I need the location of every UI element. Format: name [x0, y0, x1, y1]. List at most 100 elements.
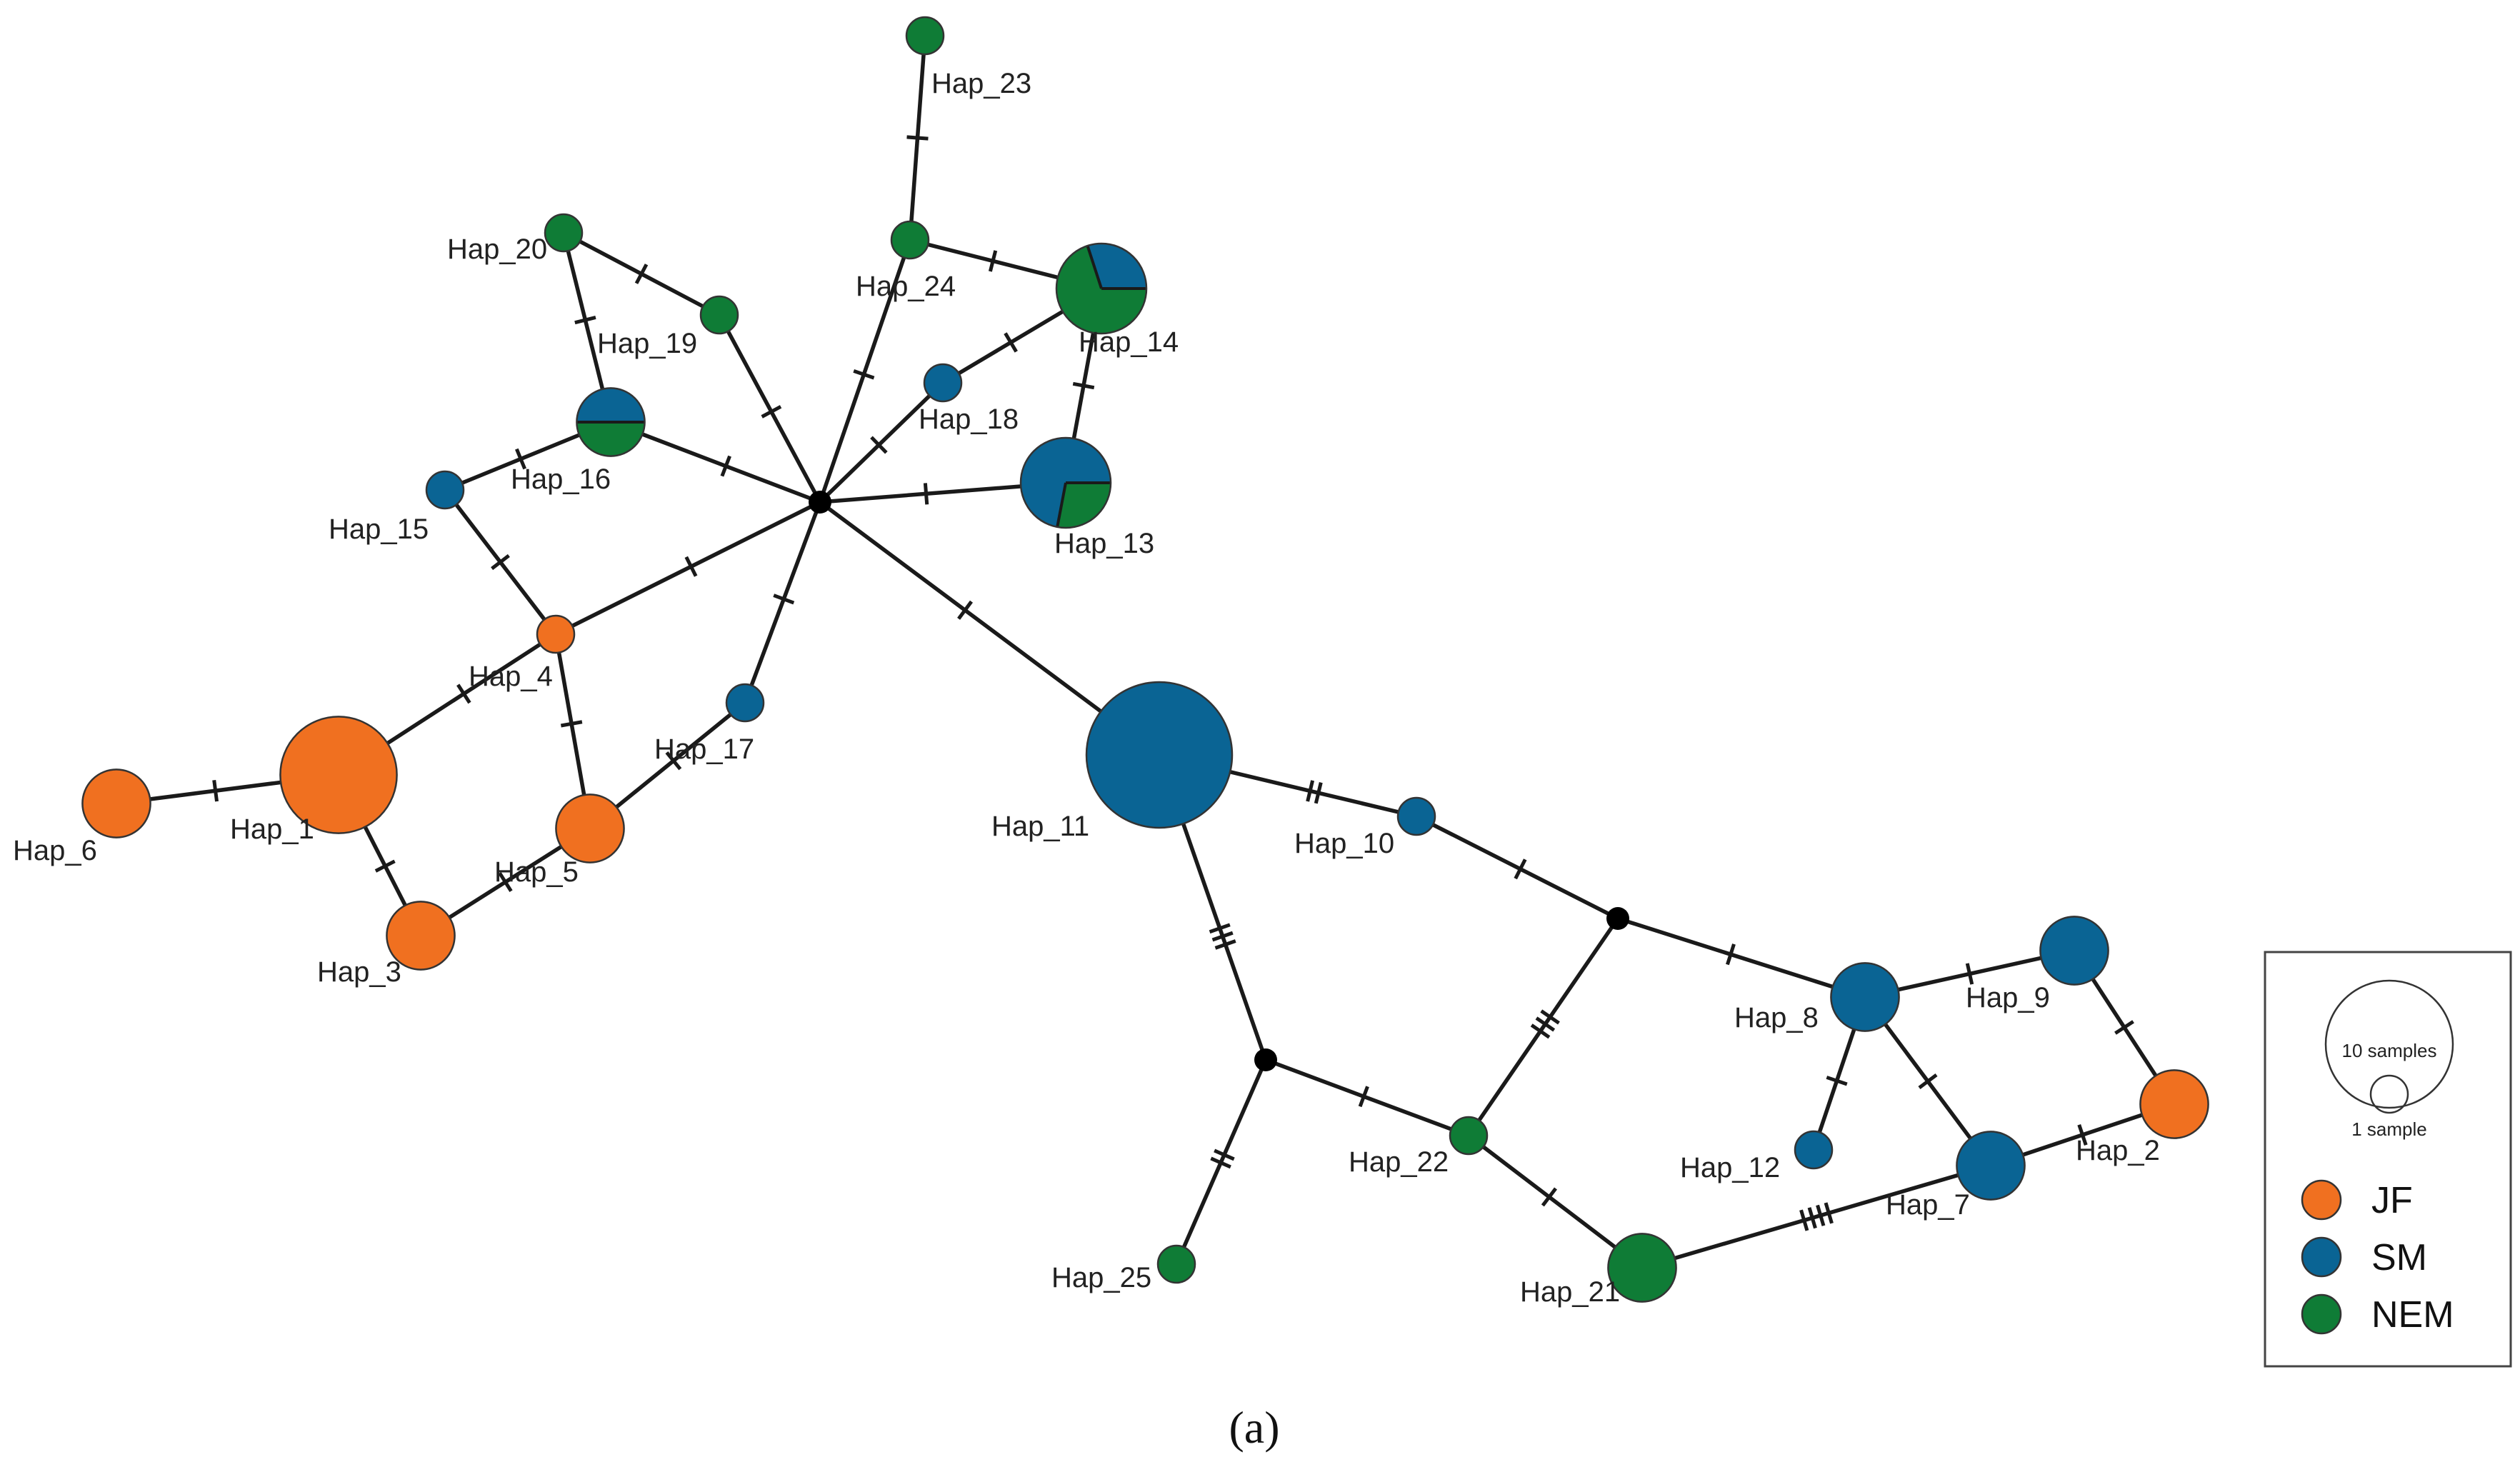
label-hap-23: Hap_23 [931, 68, 1031, 99]
haplotype-node-hap-20 [544, 213, 584, 253]
mutation-tick-hap_17-mv1-1 [773, 594, 795, 605]
label-hap-15: Hap_15 [329, 514, 429, 545]
legend-size-circle-large [2324, 979, 2454, 1109]
mutation-tick-hap_20-hap_19-1 [634, 264, 649, 284]
labels-layer: Hap_1Hap_2Hap_3Hap_4Hap_5Hap_6Hap_7Hap_8… [13, 68, 2160, 1308]
haplotype-node-hap-16-slice-nem [576, 422, 645, 456]
haplotype-node-hap-4 [536, 614, 576, 654]
label-hap-16: Hap_16 [511, 464, 611, 495]
label-hap-5: Hap_5 [494, 856, 579, 888]
legend-label-sm: SM [2371, 1237, 2427, 1278]
median-vector-mv1 [809, 491, 831, 514]
mutation-tick-hap_19-mv1-1 [761, 405, 782, 419]
mutation-tick-mv2-hap_22-1 [1540, 1009, 1560, 1025]
haplotype-node-hap-5 [555, 793, 625, 863]
mutation-tick-hap_11-mv3-3 [1214, 939, 1236, 950]
edge-mv3-hap_22 [1265, 1058, 1469, 1138]
haplotype-node-hap-17 [725, 683, 765, 723]
mutation-tick-mv2-hap_22-3 [1530, 1023, 1551, 1039]
haplotype-node-hap-6 [81, 768, 151, 838]
haplotype-node-hap-1 [279, 716, 398, 834]
haplotype-node-hap-23 [905, 16, 945, 56]
mutation-tick-hap_3-hap_5-1 [498, 871, 513, 893]
haplotype-node-hap-14-slice-sm [1087, 243, 1147, 289]
label-hap-13: Hap_13 [1054, 528, 1154, 559]
mutation-tick-hap_11-hap_10-1 [1306, 780, 1315, 802]
edge-hap_18-mv1 [819, 381, 944, 504]
mutation-tick-hap_4-mv1-1 [684, 556, 698, 577]
label-hap-20: Hap_20 [447, 234, 547, 265]
mutation-tick-hap_1-hap_4-1 [456, 684, 471, 704]
haplotype-node-hap-13-outline [1019, 436, 1112, 529]
haplotype-node-hap-22 [1449, 1116, 1489, 1156]
mutation-tick-hap_18-mv1-1 [870, 436, 888, 454]
mutation-tick-hap_21-hap_7-2 [1807, 1207, 1817, 1229]
legend-groups: JF SM NEM [2301, 1179, 2454, 1336]
mutation-tick-hap_1-hap_3-1 [374, 859, 396, 873]
legend-size-label-large: 10 samples [2342, 1040, 2437, 1061]
figure-caption: (a) [1229, 1402, 1279, 1453]
mutation-tick-hap_24-mv1-1 [853, 369, 875, 380]
label-hap-9: Hap_9 [1966, 982, 2050, 1013]
label-hap-21: Hap_21 [1520, 1276, 1620, 1308]
haplotype-node-hap-18 [923, 363, 963, 403]
legend: 10 samples 1 sample JF SM NEM [2264, 951, 2512, 1368]
edges-layer [116, 35, 2176, 1270]
edge-hap_4-mv1 [554, 500, 821, 636]
mutation-tick-hap_7-hap_2-1 [2077, 1123, 2088, 1146]
haplotype-node-hap-11 [1085, 681, 1234, 829]
mutation-tick-hap_16-mv1-1 [720, 455, 731, 477]
legend-frame [2264, 951, 2512, 1368]
nodes-layer [81, 16, 2209, 1303]
mutation-tick-hap_4-hap_5-1 [560, 720, 583, 728]
mutation-tick-hap_6-hap_1-1 [212, 779, 219, 802]
haplotype-node-hap-14-outline [1055, 242, 1148, 335]
haplotype-node-hap-14 [1055, 242, 1148, 335]
mutation-tick-hap_8-hap_7-1 [1918, 1073, 1938, 1089]
edge-hap_24-mv1 [818, 239, 912, 503]
mutation-tick-mv3-hap_22-1 [1358, 1086, 1369, 1108]
mutation-tick-mv1-hap_11-1 [957, 600, 973, 620]
legend-size-label-small: 1 sample [2351, 1118, 2427, 1140]
label-hap-11: Hap_11 [991, 811, 1089, 842]
mutation-tick-hap_8-hap_9-1 [1965, 963, 1974, 985]
legend-swatch-sm [2301, 1236, 2342, 1278]
mutation-tick-hap_8-hap_12-1 [1826, 1076, 1848, 1086]
haplotype-node-hap-13-slice-divider-2 [1056, 482, 1067, 528]
median-vector-mv3 [1254, 1048, 1277, 1071]
label-hap-8: Hap_8 [1734, 1002, 1819, 1033]
mutation-tick-mv2-hap_22-2 [1535, 1016, 1556, 1032]
edge-mv2-hap_8 [1617, 916, 1866, 999]
haplotype-node-hap-14-slice-divider-2 [1086, 245, 1103, 289]
mutation-tick-hap_21-hap_7-3 [1816, 1204, 1826, 1226]
mutation-tick-hap_15-hap_16-1 [515, 448, 527, 470]
mutation-tick-hap_11-mv3-2 [1211, 931, 1234, 942]
label-hap-19: Hap_19 [597, 328, 697, 359]
mutation-tick-hap_5-hap_17-1 [665, 751, 682, 771]
haplotype-node-hap-25 [1156, 1244, 1196, 1284]
label-hap-14: Hap_14 [1079, 326, 1179, 358]
haplotype-node-hap-16-outline [576, 387, 646, 457]
mutation-tick-mv3-hap_25-1 [1214, 1148, 1235, 1161]
mutation-tick-mv2-hap_8-1 [1726, 943, 1736, 966]
label-hap-22: Hap_22 [1349, 1146, 1449, 1178]
edge-hap_16-mv1 [610, 420, 821, 504]
haplotype-node-hap-15 [425, 470, 465, 510]
haplotype-node-hap-9 [2039, 916, 2109, 986]
haplotype-node-hap-10 [1396, 796, 1436, 836]
label-hap-17: Hap_17 [654, 733, 754, 765]
edge-hap_17-mv1 [743, 501, 822, 704]
mutation-tick-hap_24-hap_14-1 [988, 250, 998, 272]
label-hap-3: Hap_3 [317, 956, 401, 988]
edge-hap_10-mv2 [1415, 814, 1619, 921]
label-hap-10: Hap_10 [1294, 828, 1394, 859]
edge-hap_21-hap_7 [1641, 1163, 1991, 1270]
haplotype-node-hap-24 [890, 220, 930, 260]
mutation-tick-hap_18-hap_14-1 [1004, 332, 1018, 353]
mutation-tick-hap_11-hap_10-2 [1314, 782, 1323, 804]
legend-label-jf: JF [2371, 1180, 2413, 1221]
mutation-tick-hap_23-hap_24-1 [906, 135, 929, 141]
median-vector-mv2 [1606, 907, 1629, 930]
legend-label-nem: NEM [2371, 1294, 2454, 1336]
